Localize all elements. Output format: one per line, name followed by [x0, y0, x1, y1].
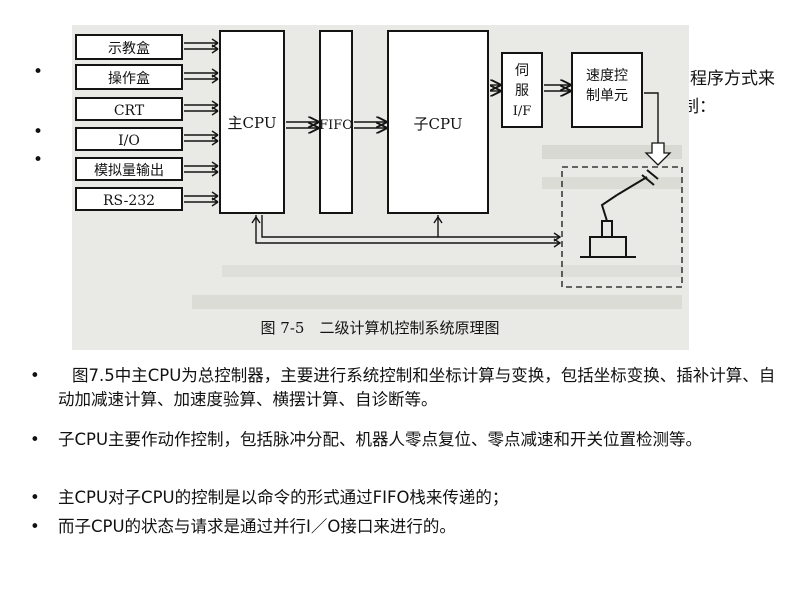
servo-if-box [501, 52, 543, 128]
bg-text-fragment-2: 制： [682, 97, 716, 117]
speed-control-box [571, 52, 643, 128]
servo-label-3: I/F [513, 104, 532, 119]
speed-to-robot-arrowhead [644, 142, 672, 166]
bullet-mark: • [30, 517, 40, 536]
robot-area [561, 166, 683, 288]
io-box [75, 127, 183, 151]
speed-label-1: 速度控 [586, 68, 628, 84]
fifo-box [319, 30, 353, 214]
feedback-bus [251, 215, 562, 248]
io-label-teach-pendant: 示教盒 [108, 40, 150, 57]
io-box [75, 157, 183, 181]
io-bus-arrows [184, 38, 219, 207]
bg-bullet-2: • [33, 122, 43, 142]
block-diagram: 示教盒 操作盒 CRT I/O 模拟量输出 RS-232 主CPU FIFO [75, 30, 683, 337]
bullet-mark: • [33, 62, 44, 82]
bg-text-fragment-1: 程序方式来 [690, 69, 775, 89]
sub-cpu-box [387, 30, 489, 214]
bullet-mark: • [30, 430, 40, 449]
fifo-label: FIFO [319, 118, 353, 133]
servo-label-2: 服 [515, 83, 529, 99]
figure-caption: 图 7-5 二级计算机控制系统原理图 [261, 319, 500, 337]
main-cpu-label: 主CPU [228, 114, 277, 132]
io-label-analog-output: 模拟量输出 [94, 163, 164, 179]
speed-label-2: 制单元 [586, 88, 628, 104]
main-cpu-box [219, 30, 285, 214]
bg-bullet-3: • [33, 150, 43, 170]
io-label-rs232: RS-232 [103, 193, 155, 209]
bullet-mark: • [33, 122, 44, 142]
bullet-mark: • [30, 366, 40, 385]
io-box [75, 187, 183, 211]
speed-to-robot-line [644, 92, 659, 153]
bg-bullet-1: • [33, 62, 43, 82]
sub-cpu-label: 子CPU [414, 115, 463, 133]
io-label-io: I/O [118, 133, 140, 149]
bullet-text: 而子CPU的状态与请求是通过并行I／O接口来进行的。 [58, 517, 456, 536]
bullet-mark: • [33, 150, 44, 170]
io-box [75, 64, 183, 90]
servo-label-1: 伺 [515, 63, 529, 79]
io-label-operation-box: 操作盒 [108, 70, 150, 87]
figure-7-5: 示教盒 操作盒 CRT I/O 模拟量输出 RS-232 主CPU FIFO [72, 25, 689, 350]
io-box-group: 示教盒 操作盒 CRT I/O 模拟量输出 RS-232 [75, 34, 183, 211]
scan-noise-text [192, 145, 682, 309]
io-label-crt: CRT [114, 103, 145, 119]
io-box [75, 34, 183, 60]
bullet-text: 图7.5中主CPU为总控制器，主要进行系统控制和坐标计算与变换，包括坐标变换、插… [58, 366, 776, 409]
io-box [75, 97, 183, 121]
bullet-mark: • [30, 488, 40, 507]
bullet-text: 子CPU主要作动作控制，包括脉冲分配、机器人零点复位、零点减速和开关位置检测等。 [58, 430, 703, 449]
bullet-text: 主CPU对子CPU的控制是以命令的形式通过FIFO栈来传递的； [58, 488, 509, 507]
robot-icon [580, 169, 659, 258]
